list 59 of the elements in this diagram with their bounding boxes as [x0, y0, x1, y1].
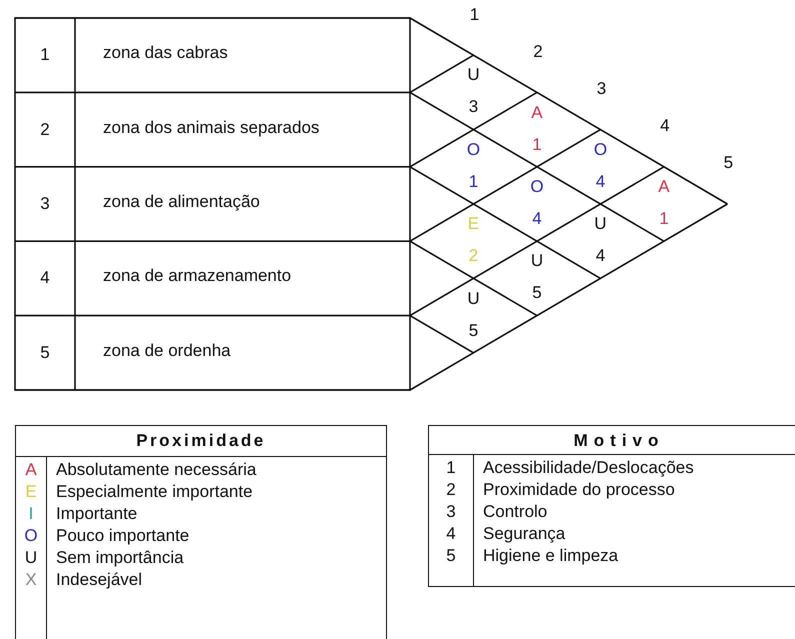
legend-description: Absolutamente necessária [56, 460, 256, 480]
legend-description: Proximidade do processo [483, 480, 675, 500]
column-number: 4 [660, 116, 670, 136]
column-number: 5 [724, 153, 734, 174]
column-number: 2 [533, 42, 543, 62]
row-number: 3 [39, 194, 51, 214]
zone-name: zona dos animais separados [103, 118, 320, 138]
legend-description: Higiene e limpeza [483, 546, 618, 566]
reason-number: 1 [659, 208, 669, 230]
reason-number: 2 [468, 245, 478, 268]
legend-description: Indesejável [56, 570, 142, 590]
legend-description: Acessibilidade/Deslocações [483, 458, 694, 478]
legend-key: 4 [429, 524, 473, 544]
relationship-code: E [468, 213, 480, 236]
relationship-code: O [594, 138, 608, 161]
relationship-code: U [594, 213, 607, 236]
legend-key: 3 [429, 502, 473, 522]
zone-name: zona de ordenha [103, 340, 231, 361]
zone-name: zona de alimentação [103, 192, 260, 212]
table-heading: Motivo [572, 431, 666, 451]
zone-name: zona de armazenamento [103, 266, 292, 286]
row-number: 4 [39, 268, 51, 288]
relationship-code: O [466, 138, 480, 161]
relationship-code: U [530, 250, 544, 272]
legend-description: Importante [56, 504, 138, 524]
relationship-code: A [531, 102, 543, 124]
row-number: 2 [39, 120, 51, 140]
legend-key: 5 [429, 546, 473, 566]
column-number: 3 [596, 79, 606, 99]
legend-description: Controlo [483, 502, 548, 522]
relationship-code: A [658, 176, 670, 198]
legend-key: E [16, 482, 46, 502]
legend-description: Segurança [483, 524, 566, 544]
legend-key: A [16, 460, 46, 480]
zone-name: zona das cabras [103, 43, 228, 64]
relationship-code: O [530, 176, 544, 198]
column-number: 1 [470, 4, 480, 25]
legend-description: Sem importância [56, 548, 184, 568]
legend-key: 2 [429, 480, 473, 500]
relationship-code: U [467, 288, 480, 310]
relationship-code: U [467, 64, 480, 86]
legend-key: O [16, 526, 46, 546]
reason-number: 1 [468, 170, 478, 193]
reason-number: 3 [468, 96, 478, 118]
reason-number: 4 [596, 170, 606, 193]
legend-description: Pouco importante [56, 526, 190, 546]
reason-number: 1 [532, 134, 542, 156]
legend-description: Especialmente importante [56, 482, 253, 502]
reason-number: 5 [532, 282, 542, 304]
reason-number: 4 [596, 245, 606, 268]
table-heading: Proximidade [135, 431, 267, 451]
legend-key: U [16, 548, 46, 568]
legend-key: 1 [429, 458, 473, 478]
legend-key: X [16, 570, 46, 590]
reason-number: 5 [468, 320, 478, 342]
row-number: 1 [39, 45, 51, 66]
reason-number: 4 [532, 208, 542, 230]
row-number: 5 [39, 342, 51, 363]
legend-key: I [16, 504, 46, 524]
